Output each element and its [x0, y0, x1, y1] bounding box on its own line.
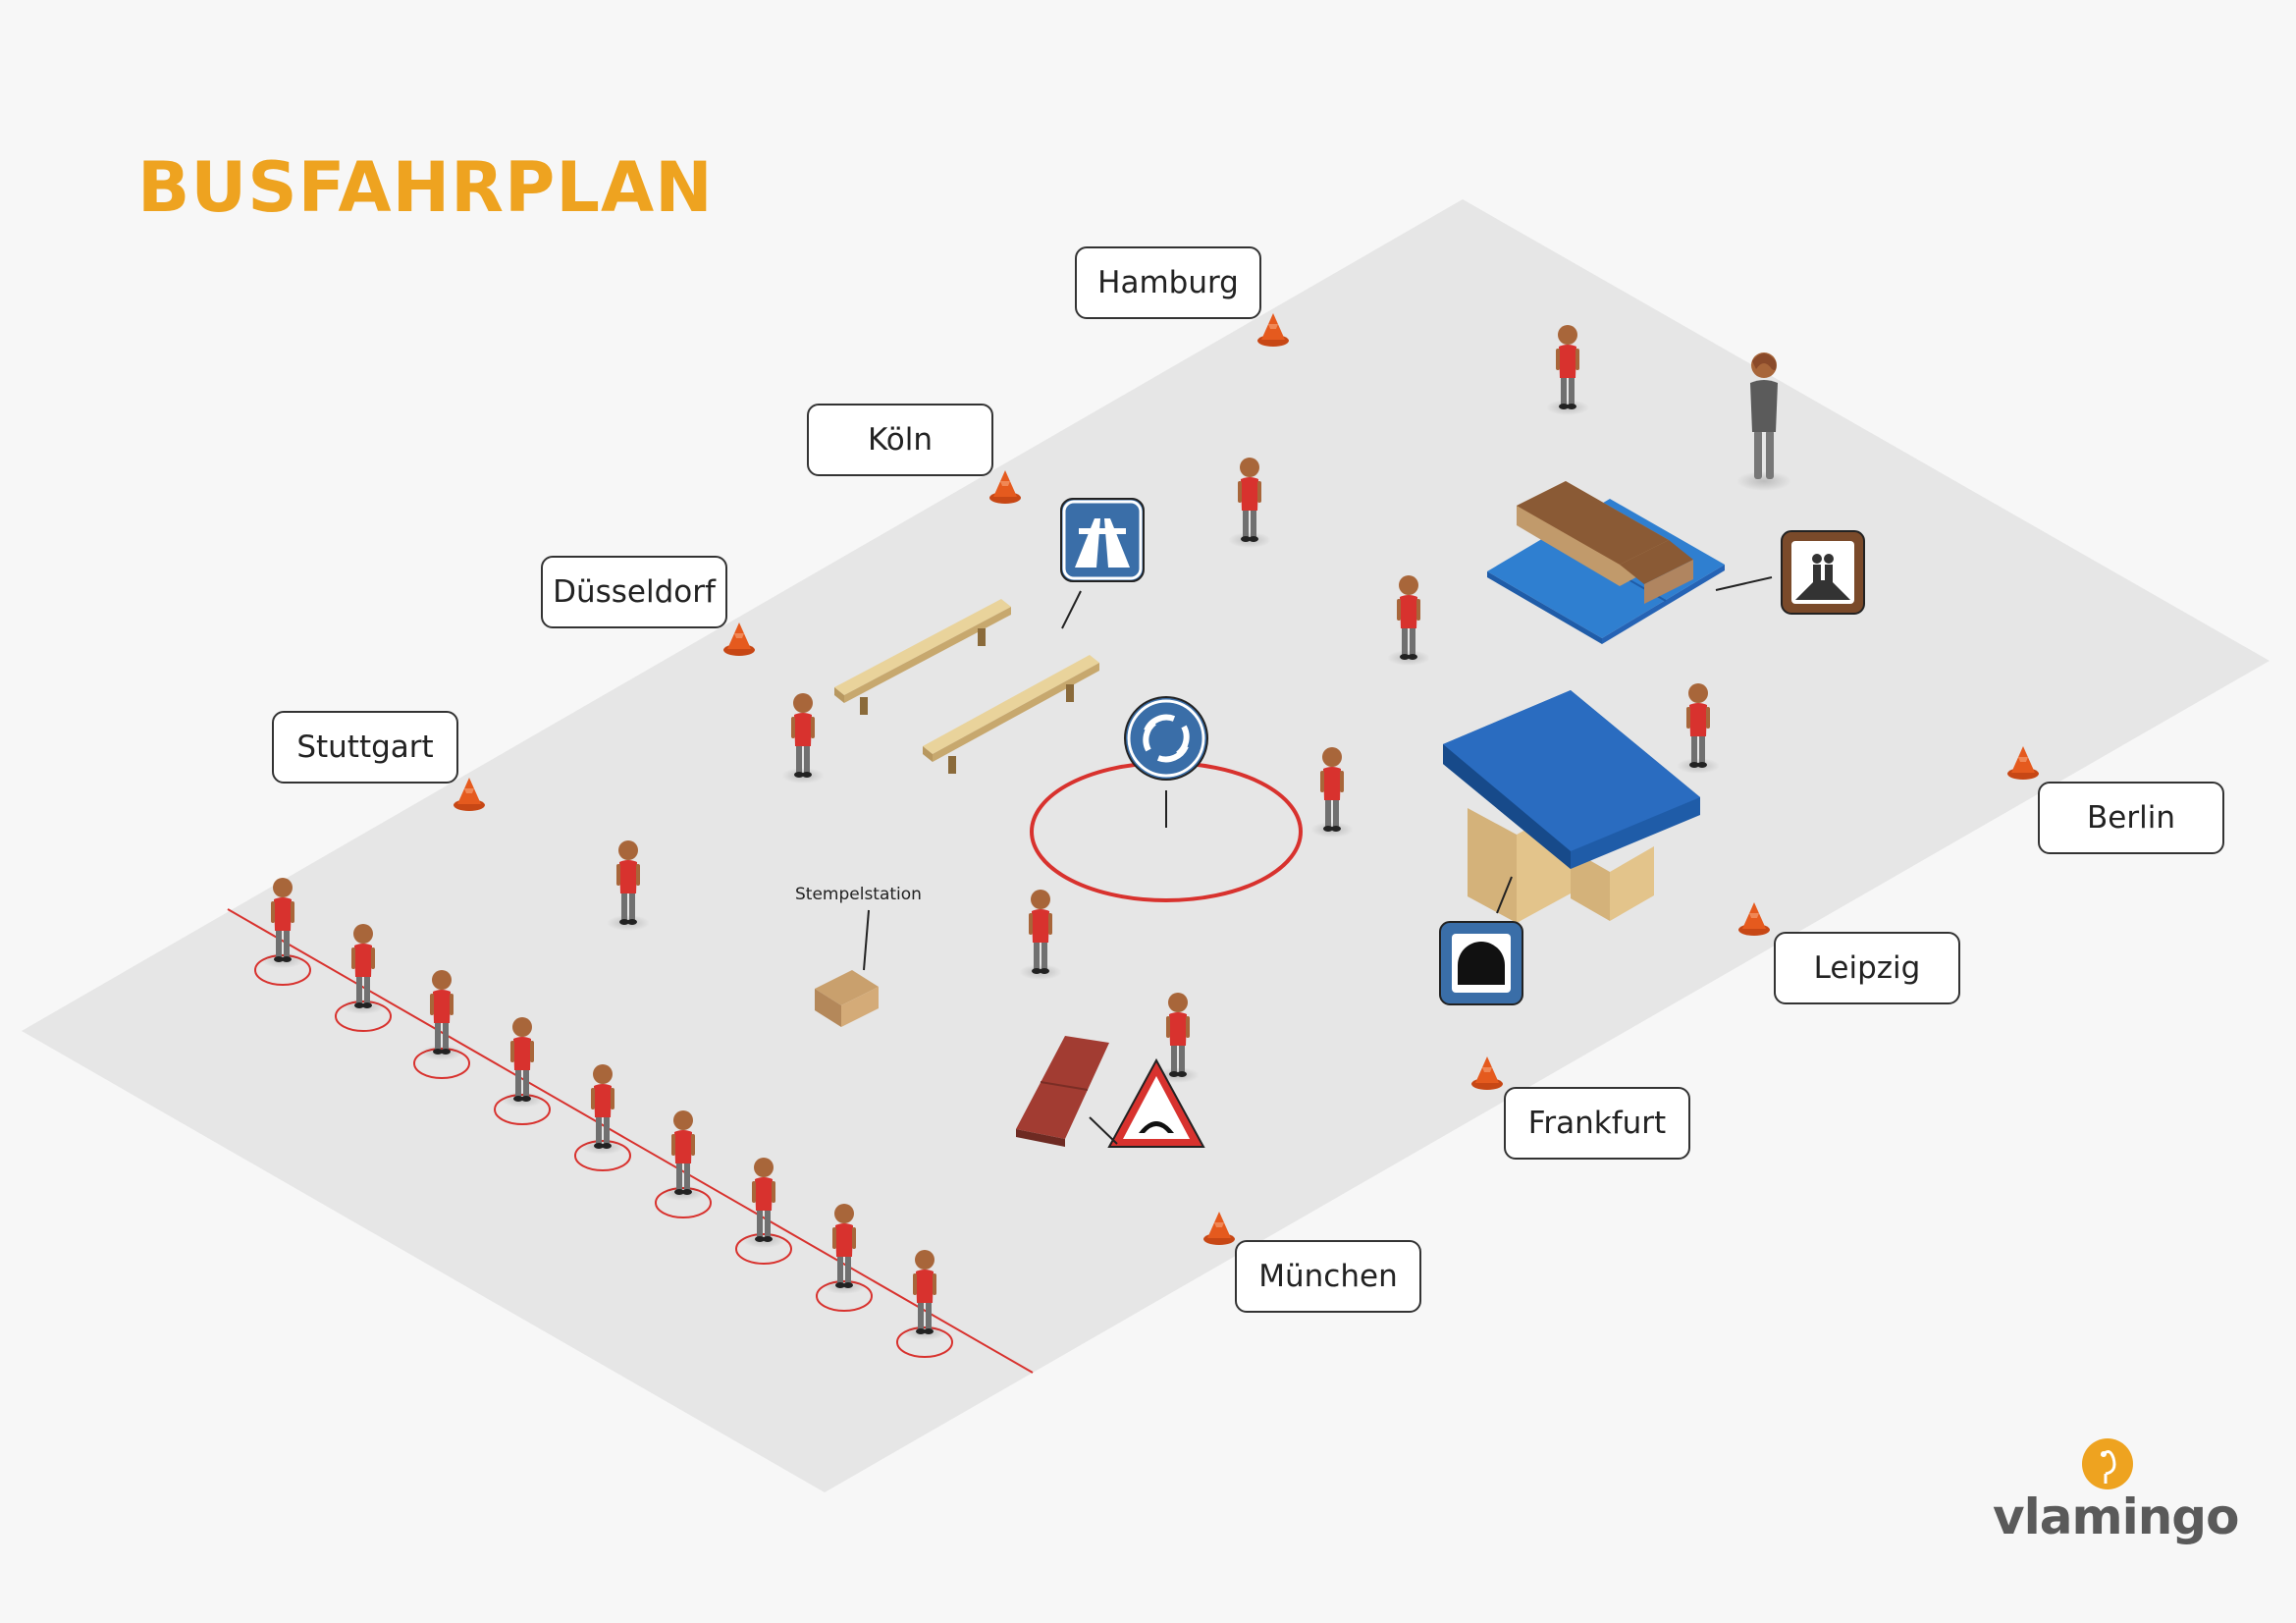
station-label-koeln[interactable]: Köln: [807, 404, 993, 476]
brand-logo: vlamingo: [1993, 1432, 2239, 1549]
springboard: [1016, 1036, 1109, 1147]
station-label-stuttgart[interactable]: Stuttgart: [272, 711, 458, 784]
viewpoint-mats: [1487, 481, 1725, 644]
arrow: [1089, 1116, 1118, 1145]
arrow: [1061, 590, 1082, 629]
roundabout-sign-icon: [1124, 696, 1208, 781]
teacher: [1736, 352, 1791, 491]
viewpoint-sign-icon: [1781, 530, 1865, 615]
arrow: [1496, 876, 1513, 914]
floor: [22, 199, 2269, 1492]
motorway-sign-icon: [1060, 498, 1145, 582]
flamingo-logo-icon: [2082, 1438, 2133, 1489]
station-label-hamburg[interactable]: Hamburg: [1075, 246, 1261, 319]
station-label-berlin[interactable]: Berlin: [2038, 782, 2224, 854]
stamp-station-label: Stempelstation: [795, 885, 922, 904]
bench-2: [923, 655, 1099, 774]
arrow: [863, 909, 870, 971]
tunnel-sign-icon: [1439, 921, 1523, 1005]
station-label-duesseldorf[interactable]: Düsseldorf: [541, 556, 727, 628]
stamp-station-box: [815, 970, 879, 1027]
station-label-leipzig[interactable]: Leipzig: [1774, 932, 1960, 1004]
bridge-warning-sign-icon: [1107, 1057, 1205, 1148]
station-label-frankfurt[interactable]: Frankfurt: [1504, 1087, 1690, 1160]
tunnel-box: [1443, 690, 1700, 923]
station-label-muenchen[interactable]: München: [1235, 1240, 1421, 1313]
bench-1: [834, 599, 1011, 715]
brand-name: vlamingo: [1993, 1488, 2239, 1545]
arrow: [1715, 576, 1773, 591]
page-title: BUSFAHRPLAN: [137, 147, 714, 228]
benches: [834, 599, 1099, 774]
